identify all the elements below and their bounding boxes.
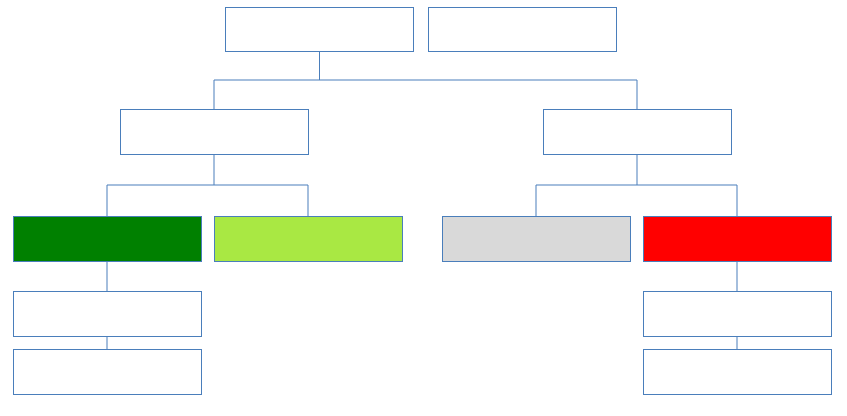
box-level2-left: [120, 109, 309, 155]
box-leaf-light-green: [214, 216, 403, 262]
box-leaf-red: [643, 216, 832, 262]
box-level2-right: [543, 109, 732, 155]
box-root-right: [428, 7, 617, 52]
box-sub-right-1: [643, 291, 832, 337]
box-leaf-dark-green: [13, 216, 202, 262]
box-sub-right-2: [643, 349, 832, 395]
box-sub-left-2: [13, 349, 202, 395]
boxes: [13, 7, 832, 395]
connectors: [106, 51, 738, 349]
box-sub-left-1: [13, 291, 202, 337]
box-root-left: [225, 7, 414, 52]
box-leaf-gray: [442, 216, 631, 262]
